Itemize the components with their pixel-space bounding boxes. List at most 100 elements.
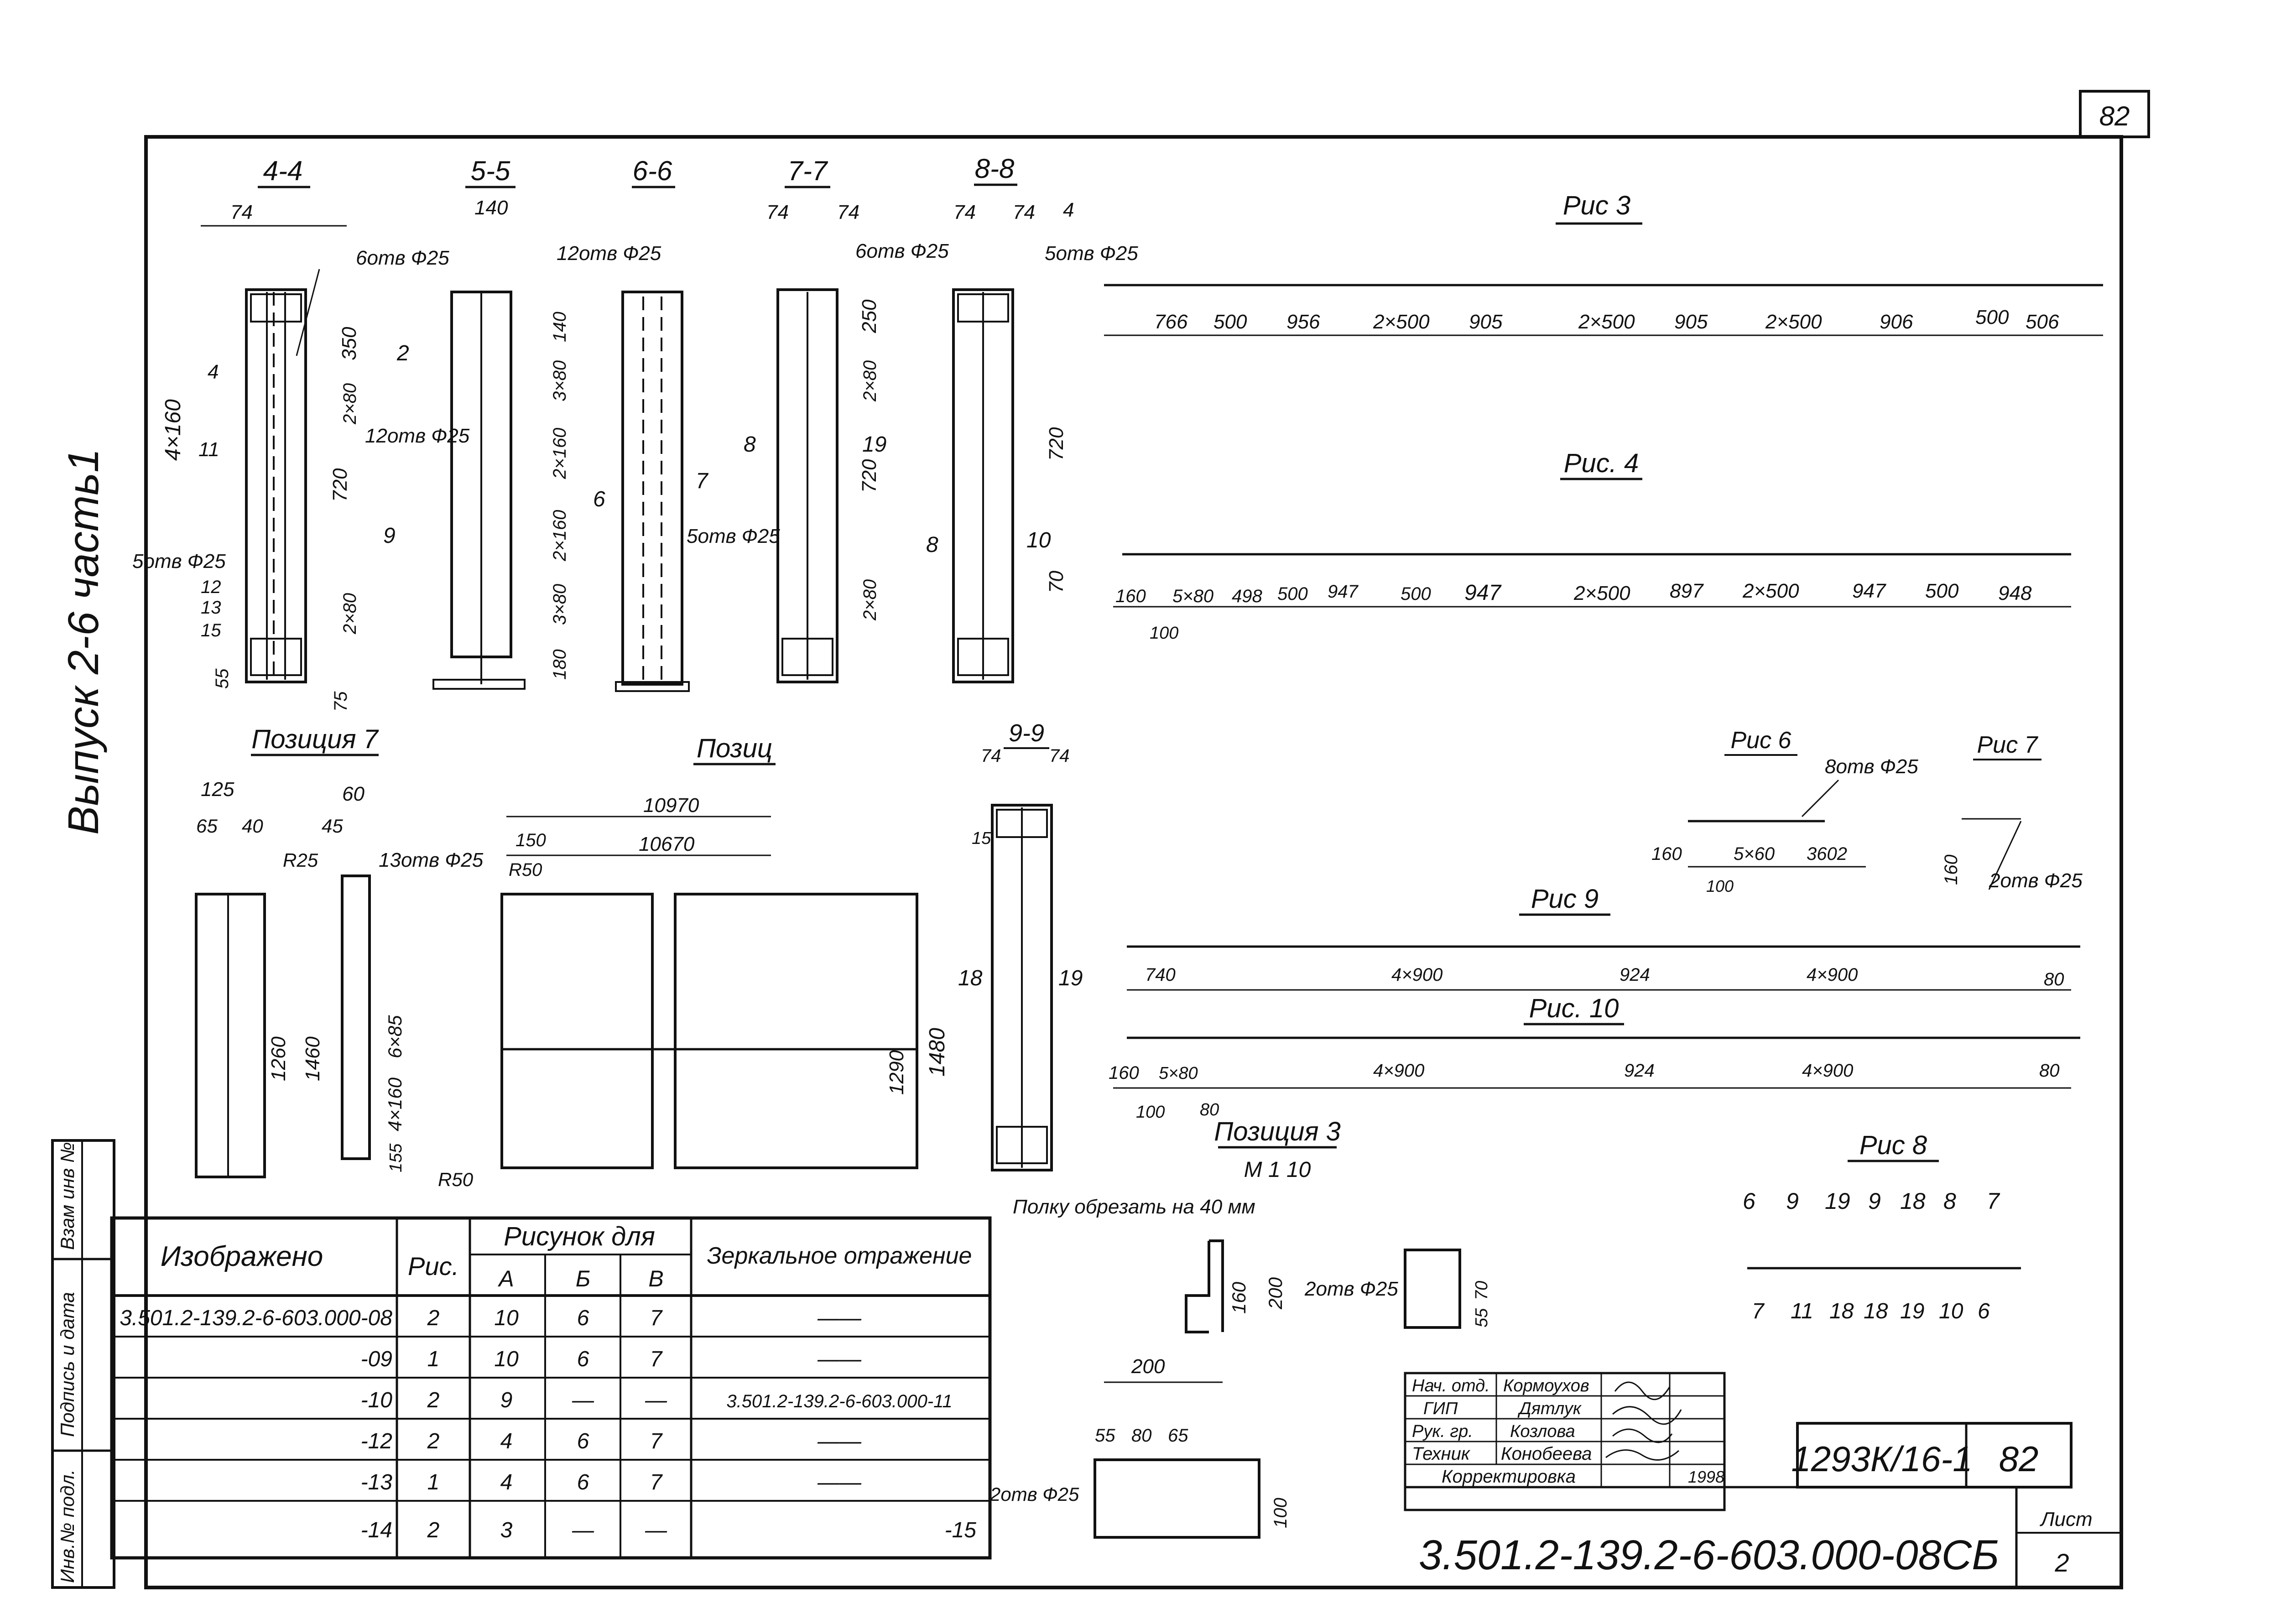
dim: 6отв Ф25 (356, 247, 449, 269)
row-ris: 2 (427, 1306, 440, 1330)
dim: 2×500 (1765, 311, 1822, 333)
row-v: — (645, 1388, 667, 1412)
dim: 45 (322, 815, 343, 837)
doc-code: 3.501.2-139.2-6-603.000-08СБ (1419, 1532, 1999, 1578)
row-mirror: —— (817, 1347, 862, 1371)
sheet-number: 82 (2099, 101, 2130, 131)
role: Рук. гр. (1412, 1422, 1473, 1441)
dim: 6×85 (384, 1015, 406, 1058)
position-title: Позиция 7 (251, 724, 379, 754)
dim: 160 (1941, 854, 1961, 885)
role-name: Козлова (1510, 1422, 1575, 1441)
row-mirror: 3.501.2-139.2-6-603.000-11 (726, 1391, 952, 1411)
dim: 500 (1277, 584, 1308, 604)
mark: 9 (383, 524, 396, 548)
dim: 766 (1154, 311, 1188, 333)
dim: 2×80 (340, 383, 360, 425)
role-name: Кормоухов (1503, 1376, 1589, 1395)
sheet-number-box (2079, 90, 2150, 138)
dim: 75 (331, 691, 351, 712)
left-stamp: Инв.№ подл. Подпись и дата Взам инв № (51, 1139, 115, 1589)
dim: 70 (1472, 1281, 1491, 1300)
mark: 4 (208, 361, 219, 383)
row-ris: 2 (427, 1388, 440, 1412)
mark: 19 (1900, 1299, 1924, 1323)
dim: 5отв Ф25 (687, 525, 780, 547)
mark: 19 (1825, 1188, 1850, 1214)
figure-title: Рис 9 (1531, 884, 1599, 914)
dim: 74 (837, 201, 859, 224)
mark: 7 (1752, 1299, 1765, 1323)
dim: 905 (1674, 311, 1708, 333)
row-v: 7 (650, 1347, 663, 1371)
figure-ris6: Рис 6 8отв Ф25 160 5×60 3602 100 (1651, 727, 1918, 895)
dim: 4×160 (384, 1077, 406, 1131)
row-code: -10 (361, 1388, 393, 1412)
dim: 100 (1150, 624, 1178, 643)
dim: 8отв Ф25 (1825, 755, 1918, 778)
section-title: 7-7 (788, 156, 828, 186)
dim: 350 (338, 327, 360, 360)
dim: 2отв Ф25 (1989, 869, 2083, 892)
mark: 10 (1939, 1299, 1963, 1323)
dim: 12отв Ф25 (365, 425, 470, 447)
dim: 947 (1464, 581, 1502, 605)
dim: 947 (1328, 582, 1359, 602)
dim: 160 (1109, 1063, 1139, 1083)
row-code: -13 (361, 1470, 393, 1494)
mark: 11 (198, 438, 219, 461)
header-v: В (648, 1266, 663, 1291)
dim: 10670 (639, 833, 695, 855)
dim: 924 (1624, 1061, 1655, 1081)
korrektirovka: Корректировка (1442, 1467, 1576, 1487)
row-code: -12 (361, 1429, 392, 1453)
dim: 40 (242, 815, 263, 837)
section-4-4: 4-4 74 6отв Ф25 350 2×80 4×160 720 5отв … (132, 156, 449, 712)
row-mirror: —— (817, 1306, 862, 1330)
dim: 720 (858, 459, 880, 493)
row-b: 6 (577, 1429, 589, 1453)
mark: 7 (1987, 1188, 2000, 1214)
row-ris: 1 (427, 1347, 440, 1371)
figure-title: Рис 8 (1859, 1130, 1927, 1160)
signature-mark (1605, 1381, 1682, 1461)
figure-title: Рис 7 (1977, 732, 2039, 758)
dim: 506 (2026, 311, 2059, 333)
section-title: 5-5 (471, 156, 510, 186)
dim: 5×80 (1159, 1064, 1198, 1083)
mark: 12 (201, 577, 221, 597)
dim: 4×900 (1807, 965, 1858, 985)
position-title: Позиция 3 (1214, 1117, 1341, 1146)
dim: 2отв Ф25 (1304, 1278, 1398, 1300)
dim: 10970 (643, 794, 699, 817)
row-mirror: —— (817, 1429, 862, 1453)
position-scale: М 1 10 (1244, 1158, 1311, 1182)
section-title: 9-9 (1009, 719, 1044, 747)
side-label: Выпуск 2-6 часть1 (59, 448, 108, 835)
dim: 15 (972, 829, 991, 848)
dim: 80 (2039, 1061, 2060, 1081)
dim: 948 (1998, 582, 2032, 604)
dim: 65 (1168, 1426, 1188, 1446)
header-b: Б (576, 1266, 591, 1291)
row-v: 7 (650, 1429, 663, 1453)
row-a: 4 (500, 1429, 513, 1453)
dim: 74 (1049, 746, 1070, 766)
role-name: Дятлук (1517, 1399, 1582, 1418)
dim: 4 (1063, 199, 1074, 221)
detail-holes: 55 80 65 2отв Ф25 100 (989, 1426, 1291, 1539)
dim: 5отв Ф25 (1045, 242, 1138, 265)
list-number: 2 (2054, 1548, 2069, 1577)
row-mirror: -15 (945, 1518, 977, 1542)
dim: 155 (386, 1143, 406, 1172)
dim: 3602 (1807, 844, 1847, 864)
row-v: — (645, 1518, 667, 1542)
dim: 200 (1265, 1277, 1286, 1310)
dim: 500 (1213, 311, 1247, 333)
dim: 100 (1706, 877, 1734, 895)
row-v: 7 (650, 1306, 663, 1330)
stamp-vzam-inv: Взам инв № (57, 1142, 78, 1250)
dim: 160 (1228, 1281, 1250, 1314)
role: Техник (1412, 1444, 1471, 1464)
dim: 74 (981, 746, 1001, 766)
